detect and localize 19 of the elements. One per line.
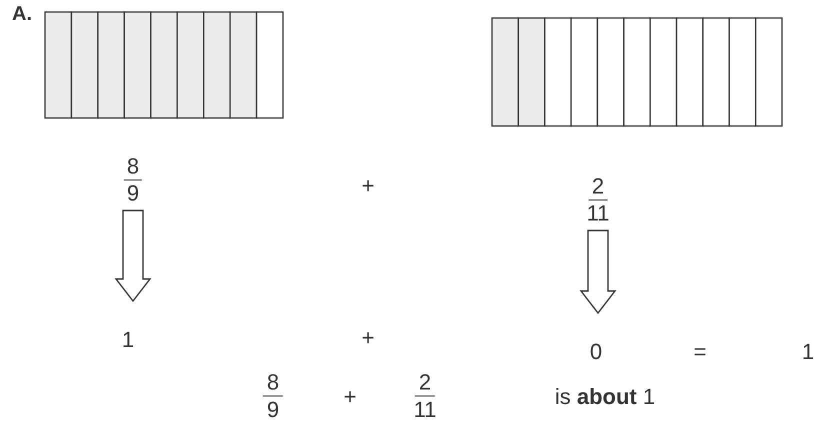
plus-sign: + — [362, 327, 374, 349]
numerator: 8 — [262, 372, 284, 396]
denominator: 11 — [586, 200, 610, 224]
block-arrow — [114, 210, 152, 302]
numerator: 2 — [414, 372, 436, 396]
numerator: 8 — [124, 156, 142, 180]
sum-value: 1 — [802, 341, 814, 363]
denominator: 11 — [414, 399, 436, 421]
denominator: 9 — [266, 399, 280, 421]
plus-sign: + — [344, 386, 356, 408]
part-letter: A. — [12, 4, 32, 24]
numerator: 2 — [588, 176, 608, 200]
plus-sign: + — [362, 175, 374, 197]
block-arrow — [580, 230, 616, 314]
value-text: 0 — [590, 339, 602, 364]
equals-sign: = — [694, 341, 706, 363]
denominator: 9 — [126, 180, 140, 204]
value-text: 1 — [122, 327, 134, 352]
estimate-sentence: is about 1 — [554, 386, 656, 408]
